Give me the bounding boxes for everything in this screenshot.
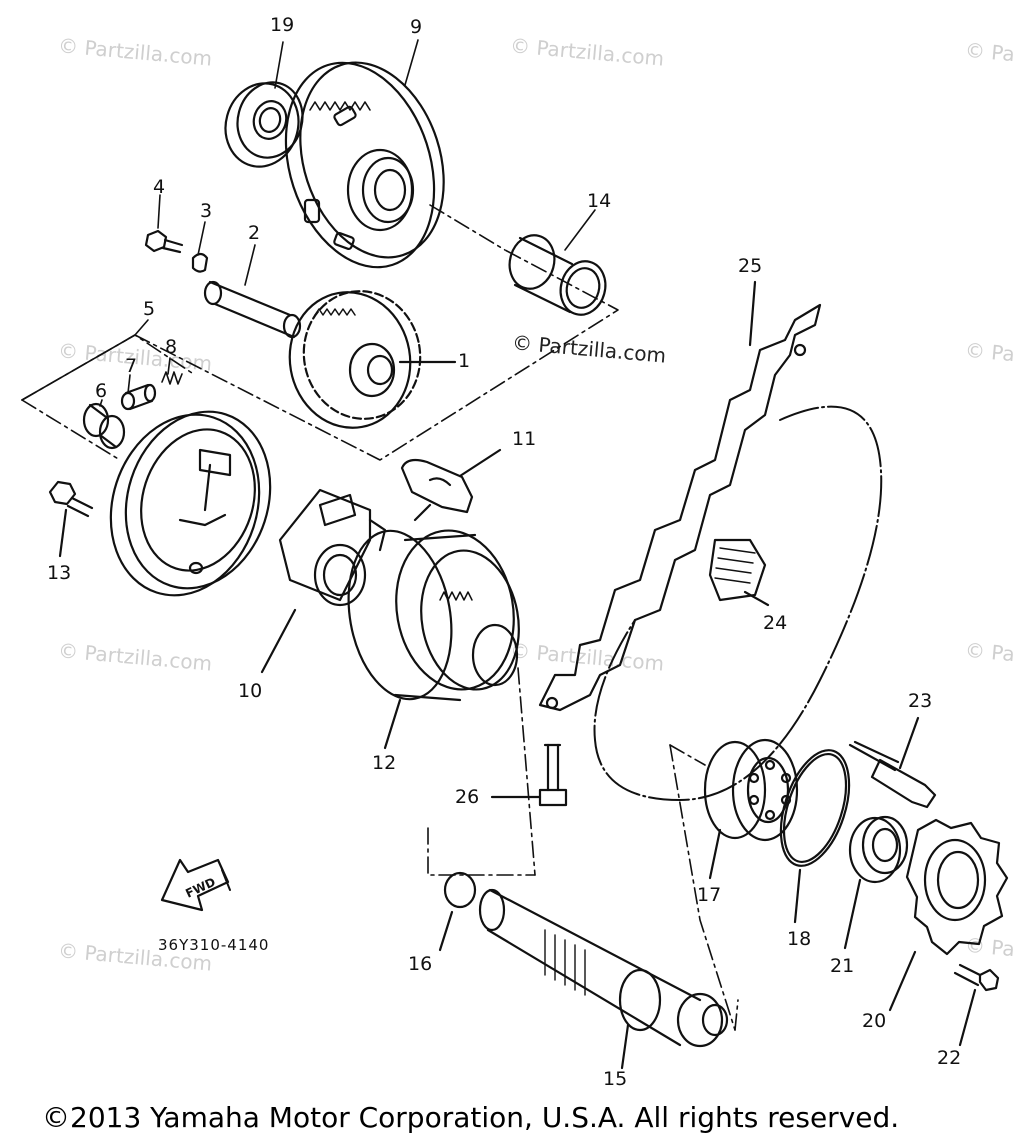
part-25-chain-guide	[538, 280, 822, 712]
part-21-seal	[843, 815, 909, 950]
part-13-bolt	[48, 480, 94, 558]
part-2-shaft	[203, 280, 302, 339]
part-3-plate	[191, 252, 209, 273]
part-12-clutch-gear	[347, 529, 520, 750]
label-18: 18	[787, 928, 812, 950]
label-26: 26	[455, 786, 480, 808]
part-1-idler-gear	[288, 290, 457, 429]
label-16: 16	[408, 953, 433, 975]
label-15: 15	[603, 1068, 628, 1090]
label-5: 5	[143, 298, 156, 320]
label-13: 13	[47, 562, 72, 584]
label-17: 17	[697, 884, 722, 906]
label-4: 4	[153, 176, 166, 198]
part-24-adjuster	[708, 538, 770, 607]
fwd-arrow-icon	[160, 858, 231, 912]
label-2: 2	[248, 222, 261, 244]
part-8-spring	[161, 371, 183, 385]
label-10: 10	[238, 680, 263, 702]
part-11-wedge	[400, 448, 502, 522]
part-15-shaft	[478, 888, 729, 1070]
label-6: 6	[95, 380, 108, 402]
leader-lines	[21, 39, 596, 407]
part-16-plug	[438, 871, 477, 952]
part-23-pin	[848, 716, 937, 809]
part-17-bearing	[703, 738, 799, 880]
label-21: 21	[830, 955, 855, 977]
label-7: 7	[125, 355, 138, 377]
assembly-guide-lines	[21, 204, 739, 1031]
part-19-bearing	[224, 81, 304, 168]
part-20-holder	[888, 818, 1009, 1012]
part-26-bolt	[490, 743, 568, 807]
timing-chain	[593, 405, 883, 801]
part-7-pin	[120, 383, 157, 411]
label-23: 23	[908, 690, 933, 712]
label-12: 12	[372, 752, 397, 774]
label-3: 3	[200, 200, 213, 222]
label-20: 20	[862, 1010, 887, 1032]
diagram-code: 36Y310-4140	[158, 936, 270, 954]
label-9: 9	[410, 16, 423, 38]
part-14-bushing	[508, 234, 607, 316]
label-25: 25	[738, 255, 763, 277]
label-22: 22	[937, 1047, 962, 1069]
label-1: 1	[458, 350, 471, 372]
part-18-o-ring	[779, 749, 851, 924]
part-22-bolt	[953, 963, 1000, 1047]
fwd-label: FWD	[183, 875, 217, 901]
label-8: 8	[165, 336, 178, 358]
label-19: 19	[270, 14, 295, 36]
part-6-roller	[82, 402, 126, 450]
label-14: 14	[587, 190, 612, 212]
label-11: 11	[512, 428, 537, 450]
copyright-notice: ©2013 Yamaha Motor Corporation, U.S.A. A…	[42, 1101, 900, 1134]
label-24: 24	[763, 612, 788, 634]
part-4-bolt	[144, 229, 184, 254]
part-9-gear	[284, 61, 445, 269]
part-10-clutch-housing	[109, 410, 387, 674]
